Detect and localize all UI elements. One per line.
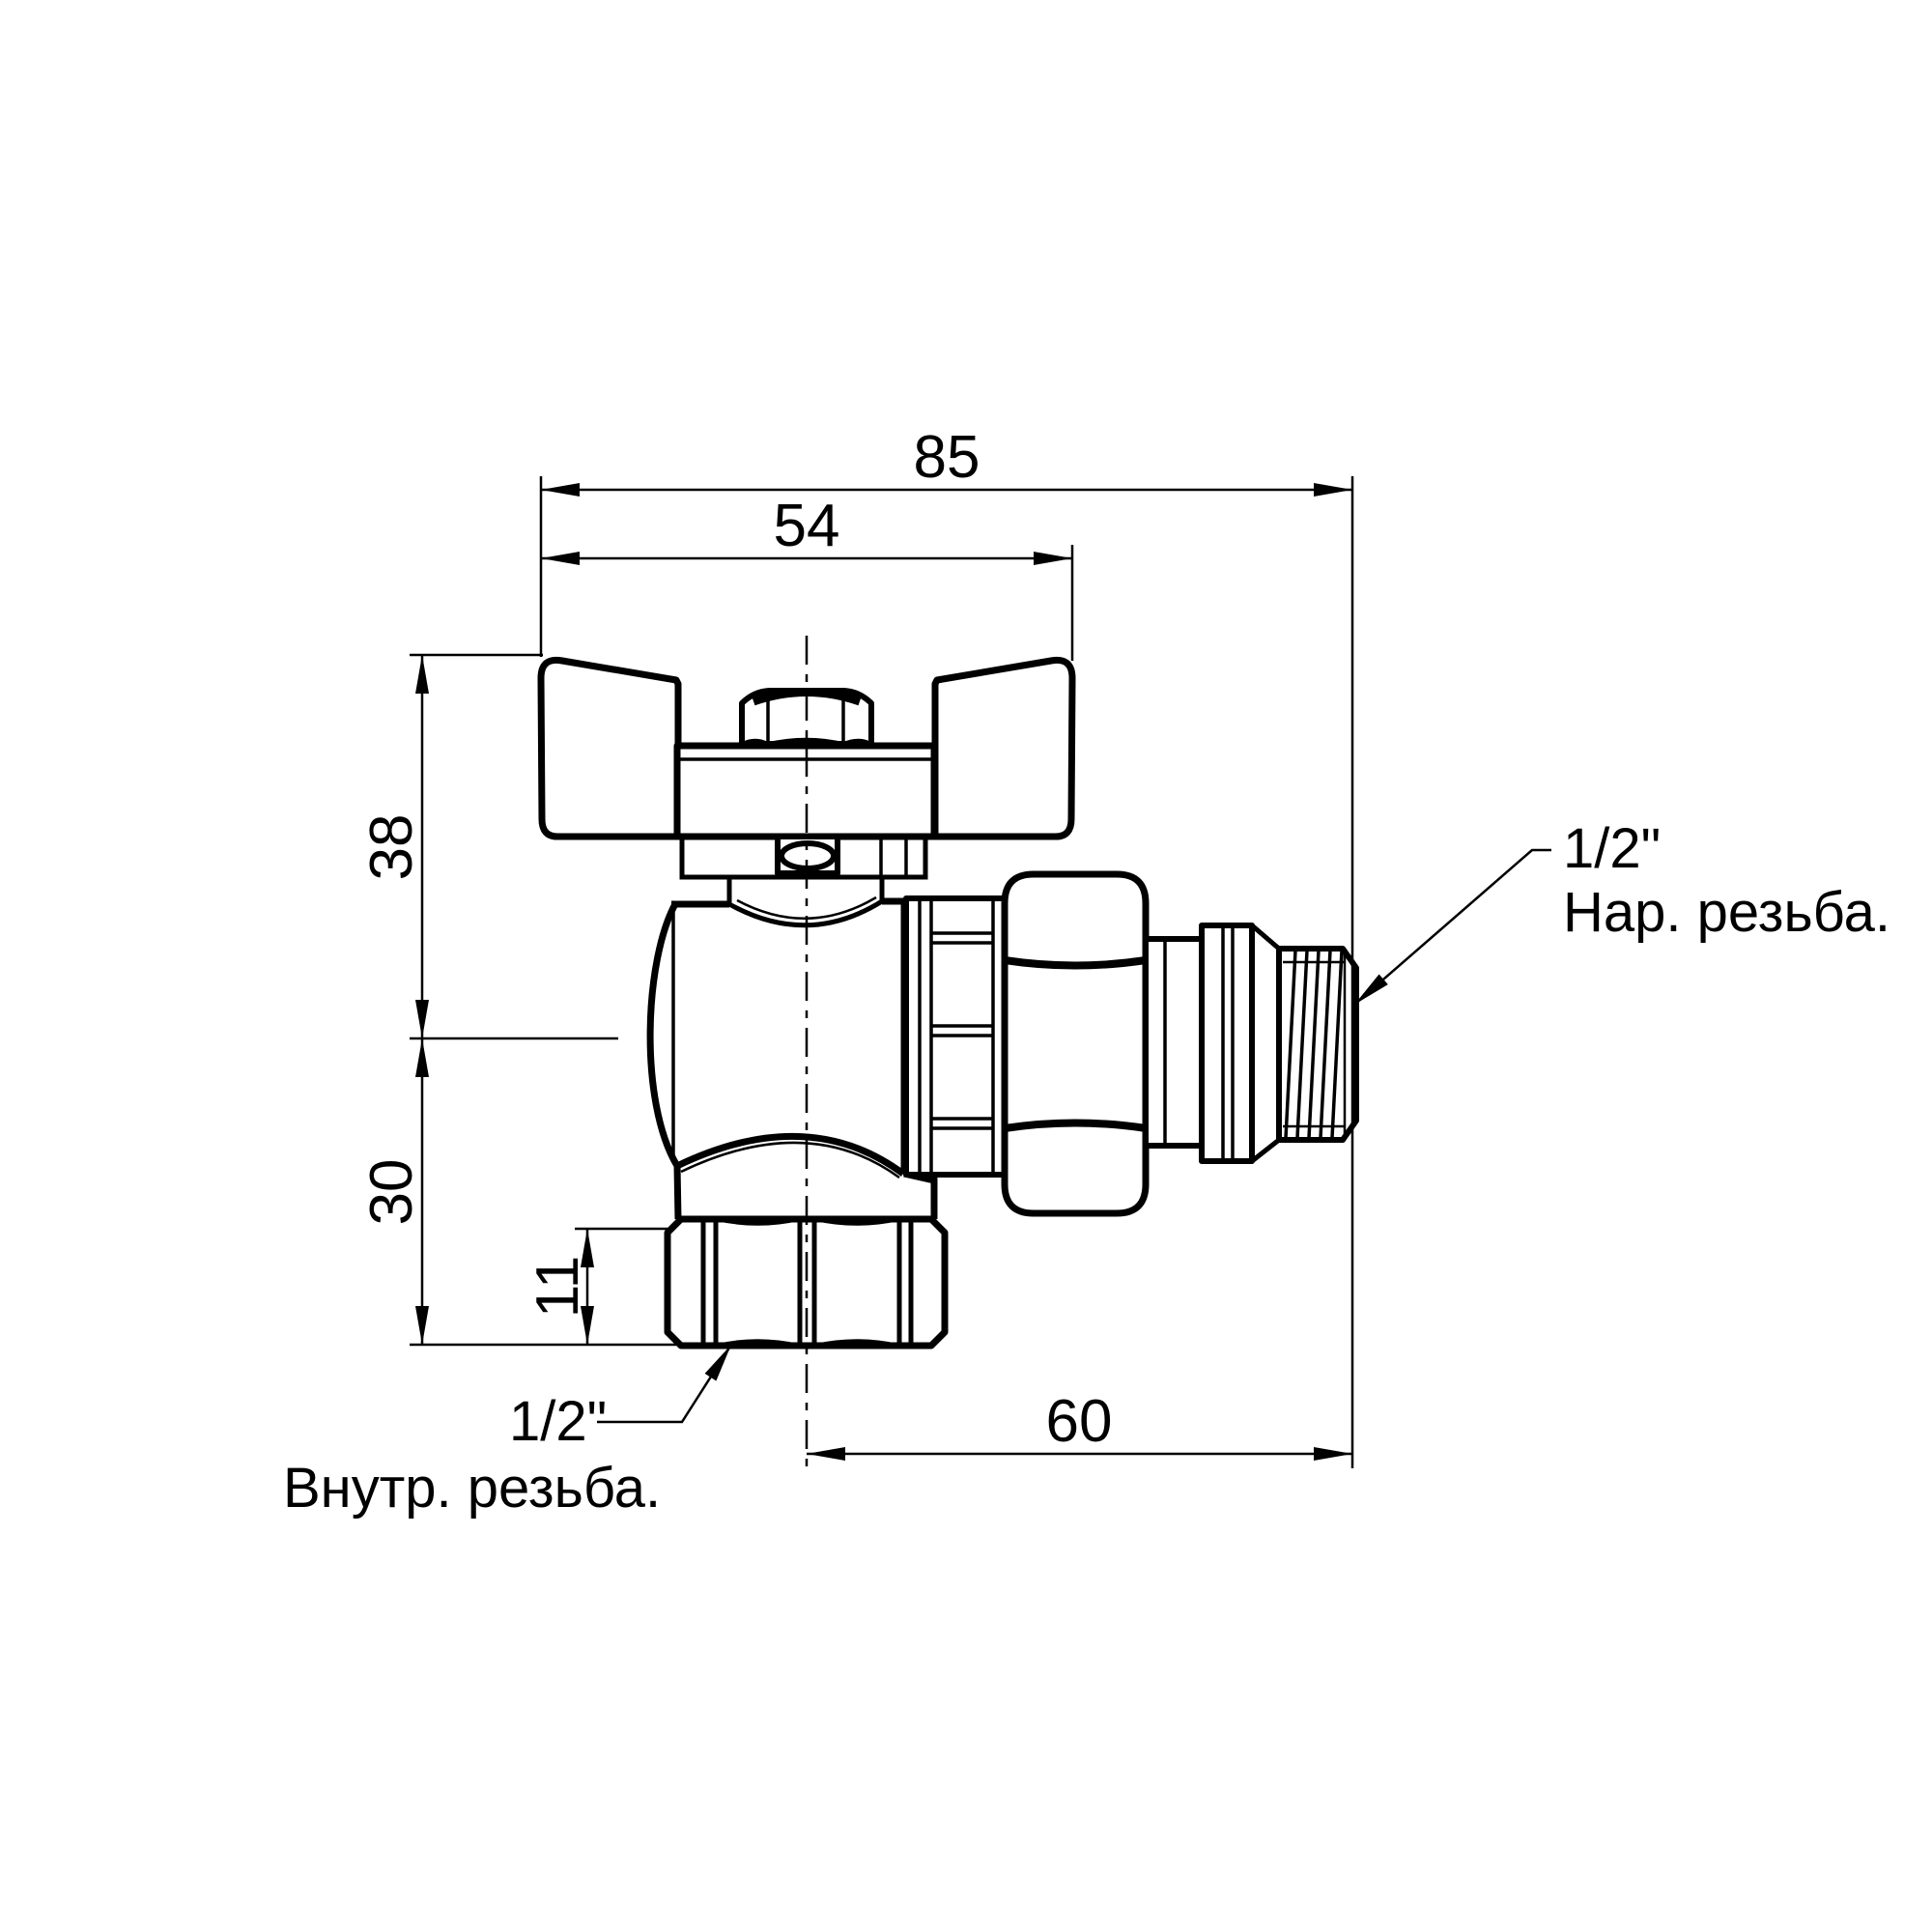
male-thread-size: 1/2" [1563, 817, 1661, 880]
ball-arc-outer [675, 1132, 906, 1177]
dim-30-value: 30 [358, 1159, 425, 1226]
thread-labels: 1/2" Нар. резьба. 1/2" Внутр. резьба. [283, 817, 1890, 1520]
thread-root-lines [1283, 951, 1347, 1138]
stem-step-lines [879, 837, 908, 877]
lower-body-left-edge [673, 1165, 682, 1220]
union-spacer [1143, 936, 1205, 1149]
dim-lower-height: 30 [358, 1038, 676, 1347]
bottom-nut-facet-arcs [715, 1217, 900, 1348]
left-wing [537, 656, 682, 840]
bottom-nut-body [664, 1215, 949, 1350]
dim-60-value: 60 [1046, 1388, 1113, 1455]
stem-nut-bottom-arcs [741, 737, 872, 746]
male-thread-end [1250, 923, 1359, 1163]
bottom-nut-facets [700, 1219, 914, 1346]
dim-30-arrow-bottom [415, 1306, 429, 1345]
ball-arc-inner [680, 1141, 900, 1179]
female-thread-callout: 1/2" Внутр. резьба. [283, 1344, 733, 1520]
dim-30-arrow-top [415, 1038, 429, 1077]
tailpiece-bands [931, 931, 993, 1130]
lower-body-right-edge [903, 1170, 938, 1219]
valve-figure [537, 636, 1359, 1473]
handle-wings [537, 656, 1076, 840]
union-collar [1199, 923, 1255, 1164]
union-hex-nut [1001, 870, 1150, 1217]
female-thread-size: 1/2" [509, 1390, 607, 1453]
dim-total-width: 85 [541, 424, 1352, 497]
collar-lines [1221, 925, 1235, 1161]
body-left-cap [646, 900, 681, 1168]
valve-body [646, 877, 938, 1220]
dim-54-value: 54 [774, 493, 840, 559]
collar-body [1199, 923, 1255, 1164]
dim-85-arrow-right [1314, 483, 1352, 497]
dim-60-arrow-left [807, 1447, 845, 1461]
thread-hatch-lines [1284, 950, 1344, 1139]
dim-11-arrow-bottom [581, 1306, 594, 1345]
male-thread-leader-arrow [1354, 974, 1388, 1005]
dim-54-arrow-left [541, 552, 580, 565]
female-thread-leader-arrow [704, 1345, 731, 1381]
right-wing [931, 656, 1076, 840]
dim-outlet-length: 60 [807, 1388, 1352, 1461]
dim-38-value: 38 [358, 814, 425, 881]
dim-60-arrow-right [1314, 1447, 1352, 1461]
union-nut-facet-bottom [1004, 1119, 1147, 1132]
bottom-female-nut [664, 1215, 949, 1350]
union-tailpiece [903, 895, 1008, 1178]
dim-85-value: 85 [914, 424, 980, 491]
dim-85-arrow-left [541, 483, 580, 497]
dim-54-arrow-right [1034, 552, 1072, 565]
female-thread-type: Внутр. резьба. [283, 1457, 661, 1520]
dim-handle-width: 54 [541, 493, 1074, 661]
male-thread-leader [1353, 848, 1551, 1006]
male-thread-type: Нар. резьба. [1563, 881, 1890, 944]
male-thread-callout: 1/2" Нар. резьба. [1353, 817, 1890, 1006]
stem-block [679, 834, 928, 880]
female-thread-leader [597, 1344, 733, 1424]
dim-11-arrow-top [581, 1229, 594, 1267]
union-nut-facet-top [1004, 956, 1147, 970]
dim-38-arrow-top [415, 655, 429, 694]
dim-11-value: 11 [525, 1256, 591, 1318]
dim-nut-height: 11 [525, 1227, 668, 1345]
dim-38-arrow-bottom [415, 1000, 429, 1038]
spacer-body [1143, 936, 1205, 1149]
union-connection [903, 870, 1359, 1217]
union-nut-body [1001, 870, 1150, 1217]
thread-cone [1250, 923, 1281, 1163]
dim-upper-height: 38 [358, 653, 618, 1040]
dimension-annotations: 85 54 38 30 [358, 424, 1354, 1468]
